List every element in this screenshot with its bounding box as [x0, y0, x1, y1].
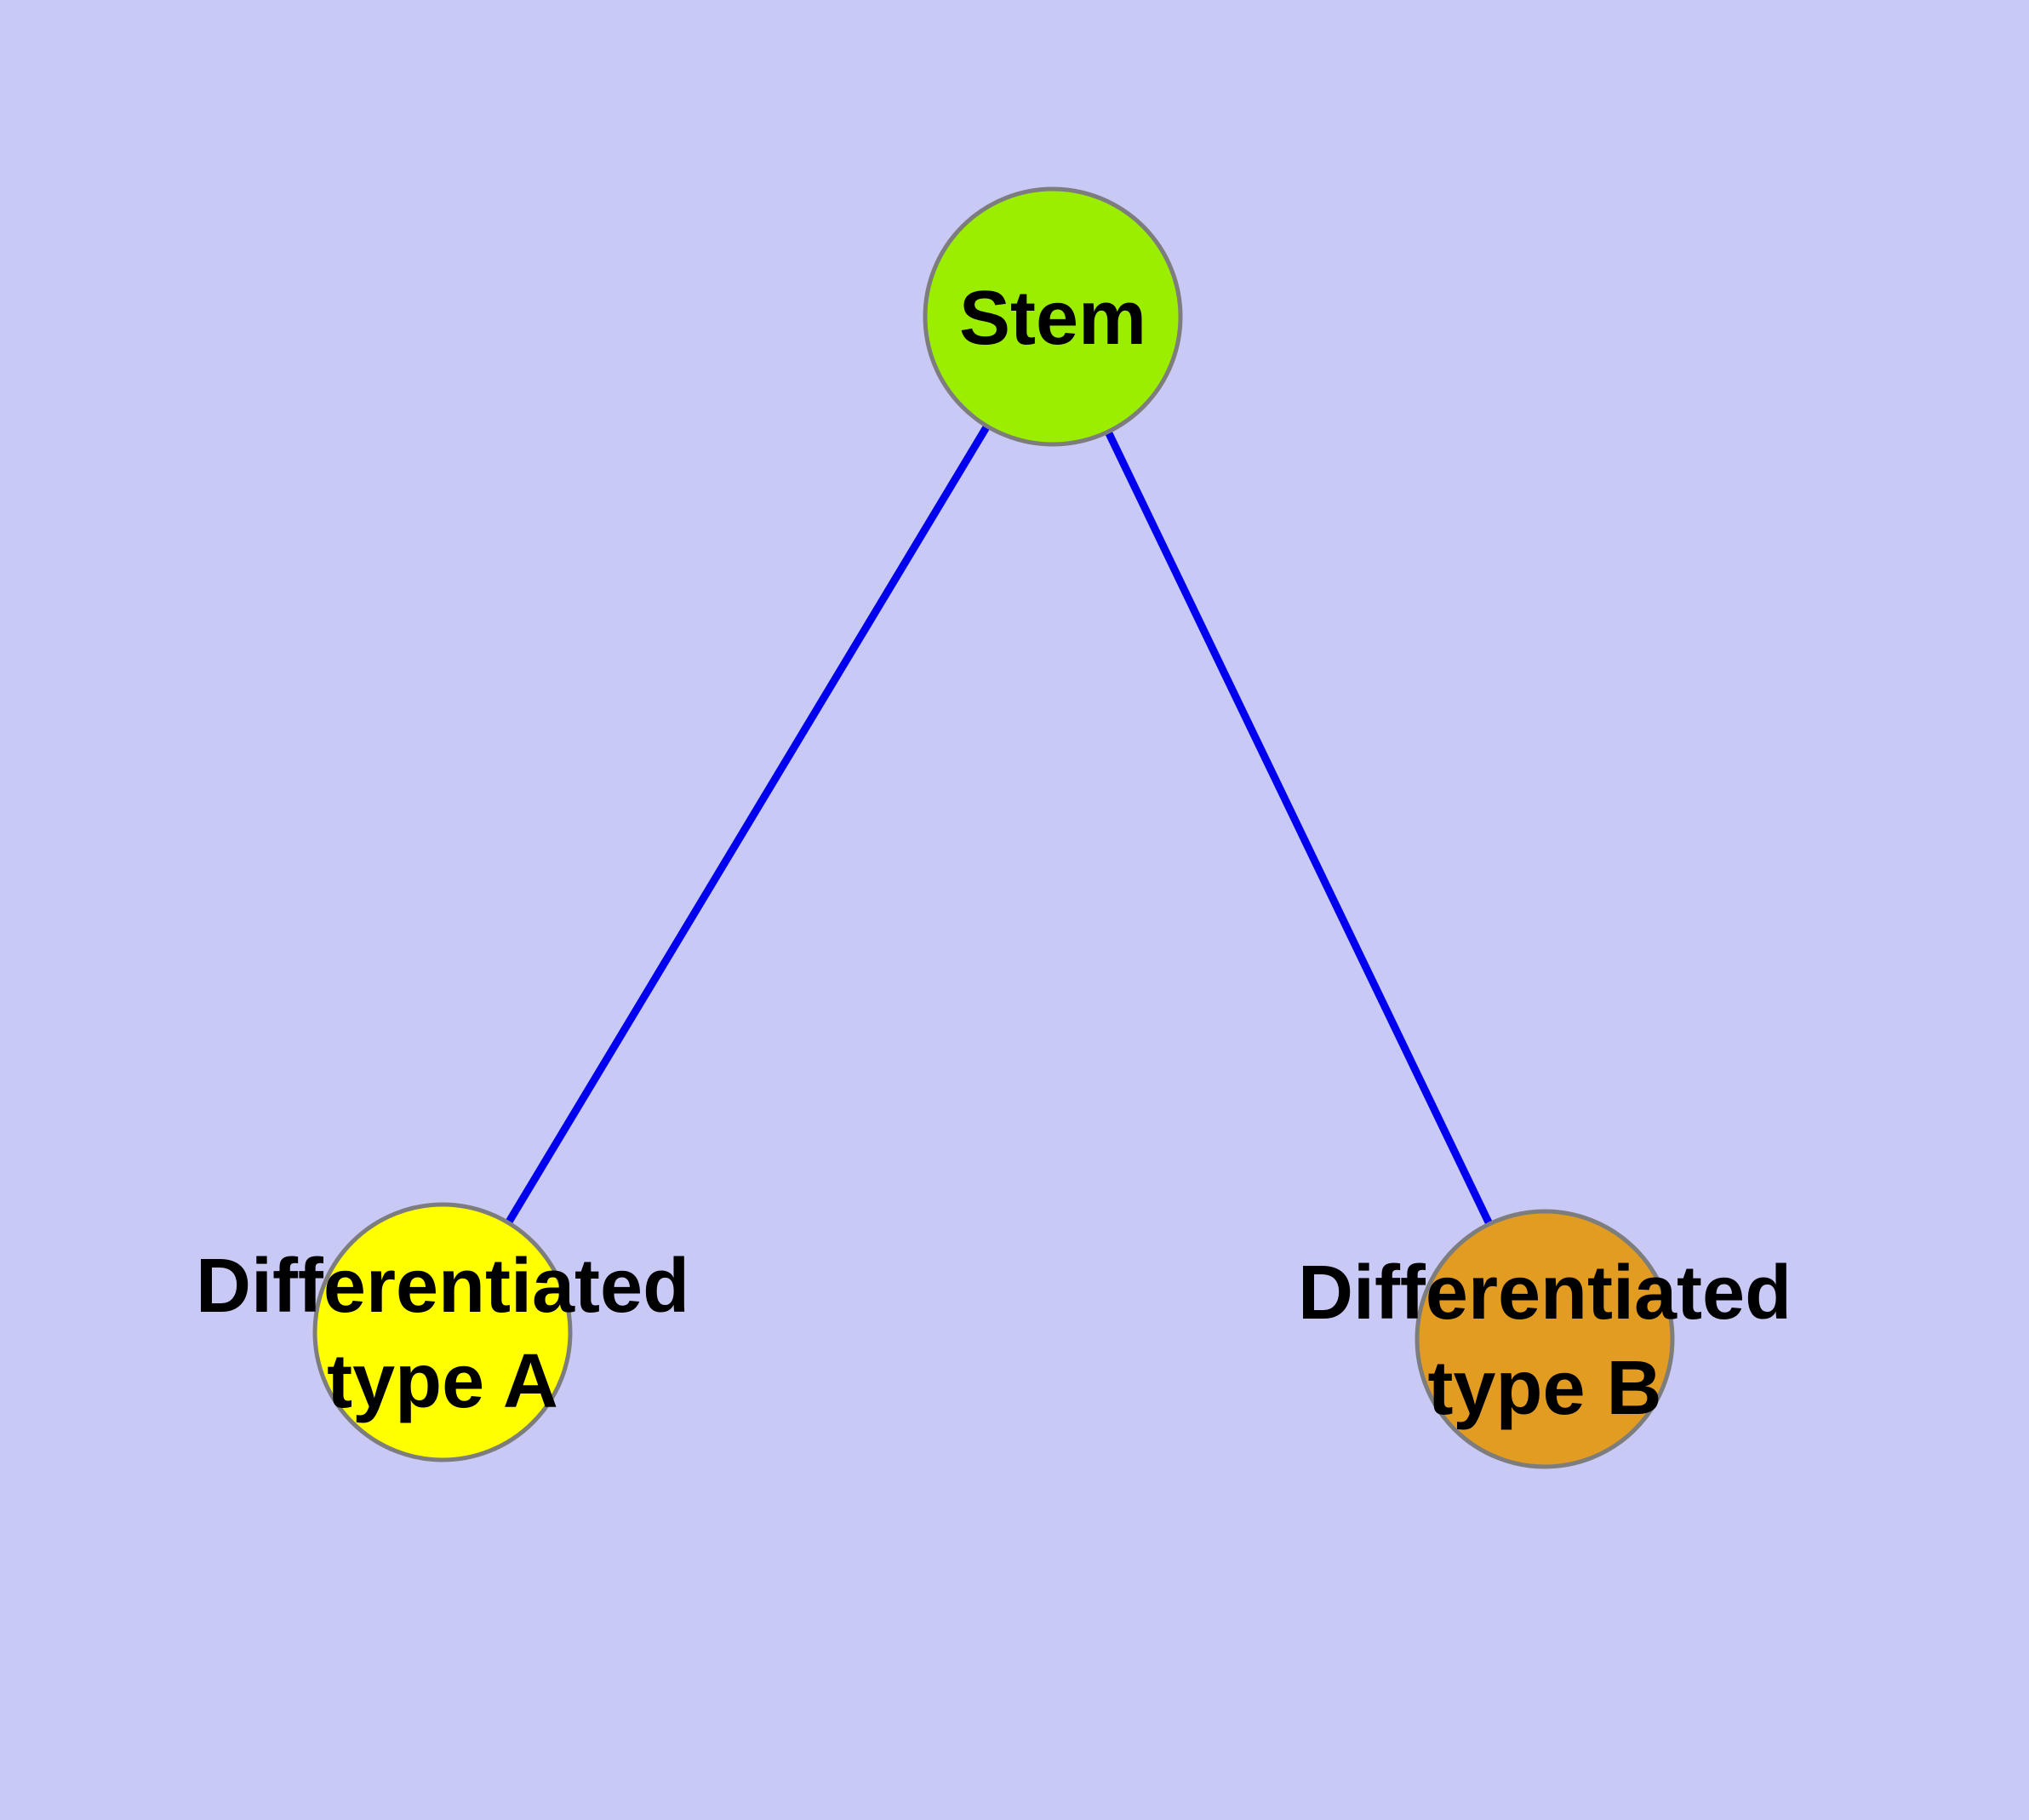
edge-stem-to-type-b	[1049, 315, 1549, 1341]
node-stem-label: Stem	[959, 271, 1146, 366]
node-type-b-label-line2: type B	[1427, 1346, 1662, 1431]
node-type-a-label: Differentiated type A	[196, 1239, 689, 1429]
node-stem-label-text: Stem	[958, 276, 1147, 361]
edge-stem-to-type-a	[439, 314, 1056, 1335]
node-type-a-circle	[312, 1202, 573, 1462]
node-type-a-label-line2: type A	[327, 1339, 558, 1424]
node-stem-circle	[923, 186, 1183, 447]
node-type-b-label-line1: Differentiated	[1297, 1251, 1792, 1336]
node-type-b-label: Differentiated type B	[1298, 1245, 1792, 1436]
node-type-a-label-line1: Differentiated	[195, 1244, 690, 1329]
node-type-b-circle	[1415, 1209, 1675, 1469]
